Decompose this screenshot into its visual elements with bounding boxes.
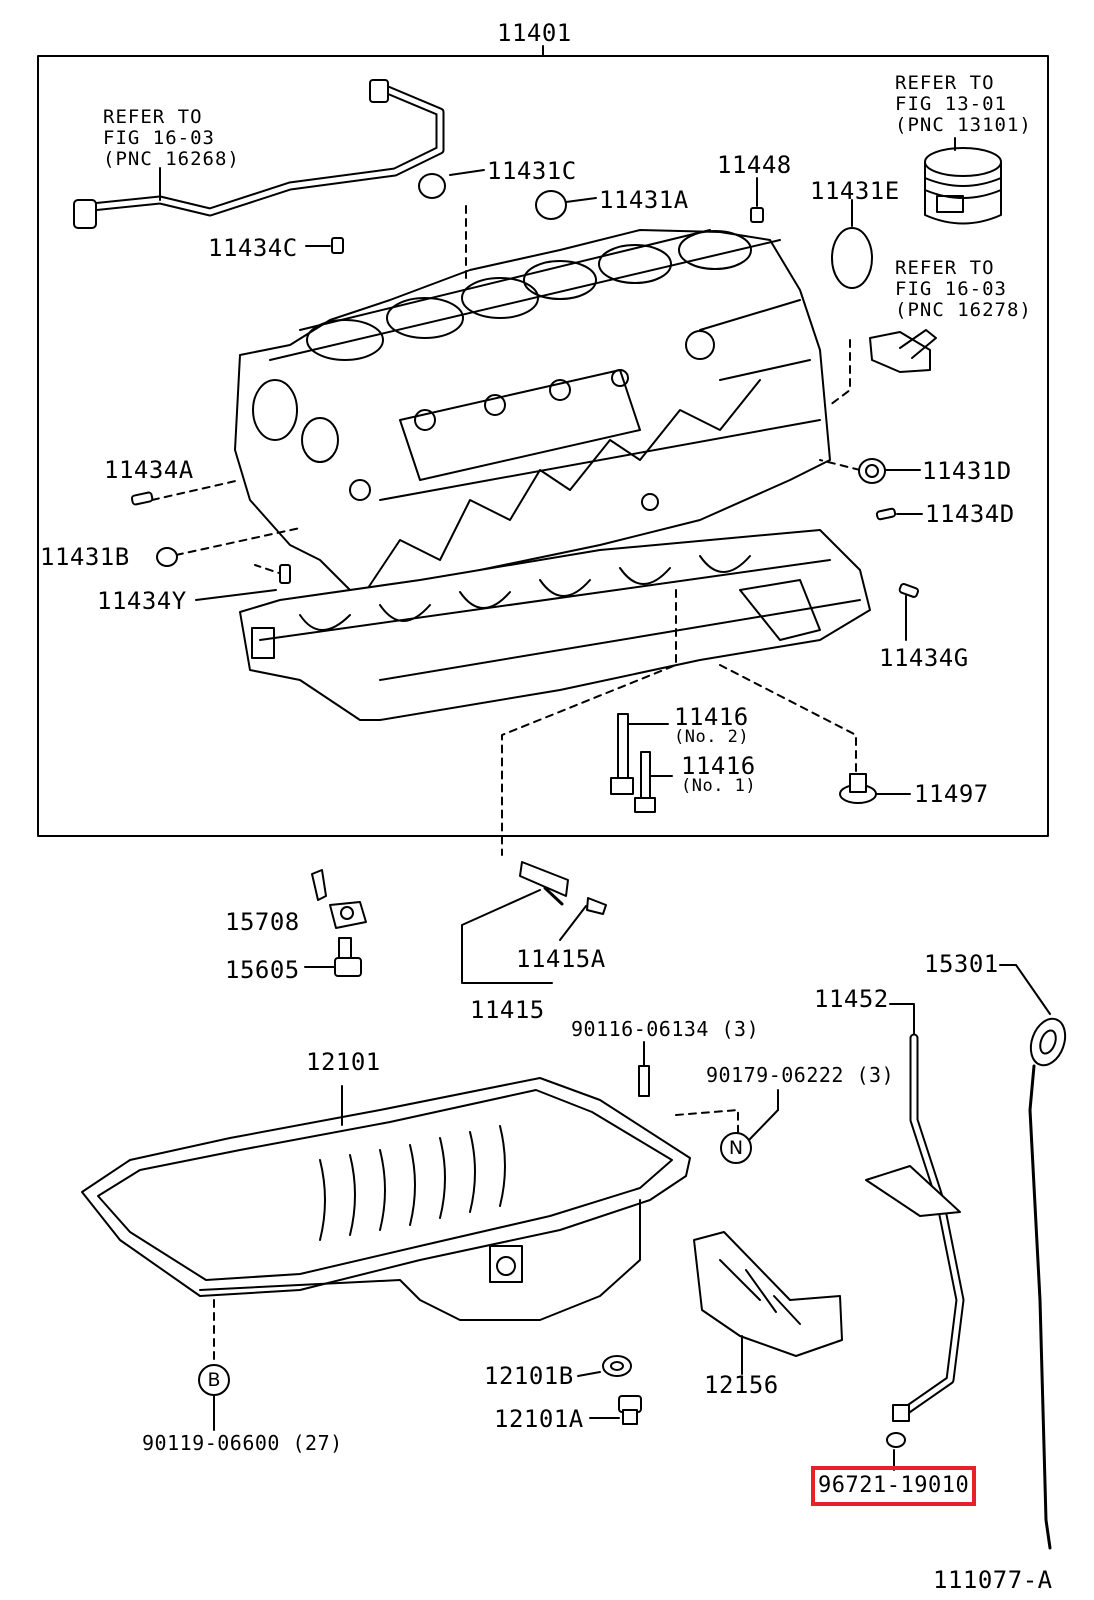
piston-drawing	[924, 137, 1002, 225]
part-label-11401[interactable]: 11401	[497, 19, 572, 47]
reference-line: REFER TO	[895, 72, 995, 94]
part-label-12101A[interactable]: 12101A	[494, 1405, 584, 1433]
pin-11434D	[875, 507, 897, 521]
part-label-11434G[interactable]: 11434G	[879, 644, 969, 672]
part-label-11431B[interactable]: 11431B	[40, 543, 130, 571]
bolts-11416	[610, 713, 673, 813]
highlight-box	[811, 1466, 976, 1506]
part-label-11415A[interactable]: 11415A	[516, 945, 606, 973]
plug-11431A	[535, 190, 567, 220]
part-label-15708[interactable]: 15708	[225, 908, 300, 936]
part-label-12101B[interactable]: 12101B	[484, 1362, 574, 1390]
part-label-11434Y[interactable]: 11434Y	[97, 587, 187, 615]
part-label-12101[interactable]: 12101	[306, 1048, 381, 1076]
part-label-11448[interactable]: 11448	[717, 151, 792, 179]
part-label-96721-19010[interactable]: 96721-19010	[818, 1473, 970, 1498]
part-label-11434C[interactable]: 11434C	[208, 234, 298, 262]
reference-note-13101: REFER TO FIG 13-01 (PNC 13101)	[895, 73, 1032, 136]
pin-11448	[750, 207, 764, 223]
part-note-11416-no2: (No. 2)	[674, 727, 750, 747]
part-label-11416-no1[interactable]: 11416	[681, 752, 756, 780]
marker-b: B	[198, 1364, 230, 1396]
part-label-11434A[interactable]: 11434A	[104, 456, 194, 484]
plug-12101A	[589, 1395, 642, 1425]
oil-line-16268	[73, 79, 445, 229]
plug-11431E	[831, 227, 873, 289]
part-label-11431D[interactable]: 11431D	[922, 457, 1012, 485]
reference-line: (PNC 13101)	[895, 114, 1032, 136]
baffle-12156	[693, 1231, 843, 1375]
oil-pipe-16278	[869, 329, 937, 373]
plug-11431C	[418, 173, 446, 199]
reference-line: FIG 16-03	[895, 278, 1007, 300]
part-label-15605[interactable]: 15605	[225, 956, 300, 984]
part-label-11416-no2[interactable]: 11416	[674, 703, 749, 731]
plug-11431B	[156, 547, 178, 567]
plug-11497	[839, 773, 911, 804]
stud-90116	[638, 1041, 650, 1097]
figure-code: 111077-A	[933, 1566, 1053, 1594]
dashed-leaders	[151, 205, 861, 1365]
reference-line: FIG 13-01	[895, 93, 1007, 115]
pin-11434A	[130, 491, 154, 506]
part-label-11497[interactable]: 11497	[914, 780, 989, 808]
reference-line: (PNC 16268)	[103, 148, 240, 170]
pin-11434C	[331, 237, 344, 254]
crankcase-drawing	[239, 529, 871, 721]
gasket-96721	[886, 1432, 906, 1471]
part-label-90119-06600[interactable]: 90119-06600 (27)	[142, 1431, 343, 1455]
bolt-15605	[304, 937, 362, 977]
part-label-11431A[interactable]: 11431A	[599, 186, 689, 214]
dipstick-15301	[999, 964, 1067, 1550]
reference-line: REFER TO	[103, 106, 203, 128]
gasket-12101B	[577, 1355, 632, 1377]
part-note-11416-no1: (No. 1)	[681, 776, 757, 796]
part-label-11434D[interactable]: 11434D	[925, 500, 1015, 528]
pin-11434G	[898, 583, 919, 598]
reference-note-16268: REFER TO FIG 16-03 (PNC 16268)	[103, 107, 240, 170]
part-label-90116-06134[interactable]: 90116-06134 (3)	[571, 1017, 760, 1041]
part-label-11415[interactable]: 11415	[470, 996, 545, 1024]
cylinder-block-drawing	[234, 229, 831, 601]
part-label-90179-06222[interactable]: 90179-06222 (3)	[706, 1063, 895, 1087]
part-label-15301[interactable]: 15301	[924, 950, 999, 978]
part-label-12156[interactable]: 12156	[704, 1371, 779, 1399]
pin-11434Y	[279, 564, 291, 584]
oil-pan-drawing	[81, 1077, 691, 1321]
part-label-11452[interactable]: 11452	[814, 985, 889, 1013]
oil-jet-11415	[461, 861, 607, 984]
part-label-11431E[interactable]: 11431E	[810, 177, 900, 205]
part-label-11431C[interactable]: 11431C	[487, 157, 577, 185]
seal-11431D	[858, 458, 886, 484]
guide-11452	[865, 1003, 965, 1422]
marker-n: N	[720, 1132, 752, 1164]
reference-line: FIG 16-03	[103, 127, 215, 149]
sensor-15708	[311, 869, 367, 929]
reference-note-16278: REFER TO FIG 16-03 (PNC 16278)	[895, 258, 1032, 321]
reference-line: REFER TO	[895, 257, 995, 279]
reference-line: (PNC 16278)	[895, 299, 1032, 321]
